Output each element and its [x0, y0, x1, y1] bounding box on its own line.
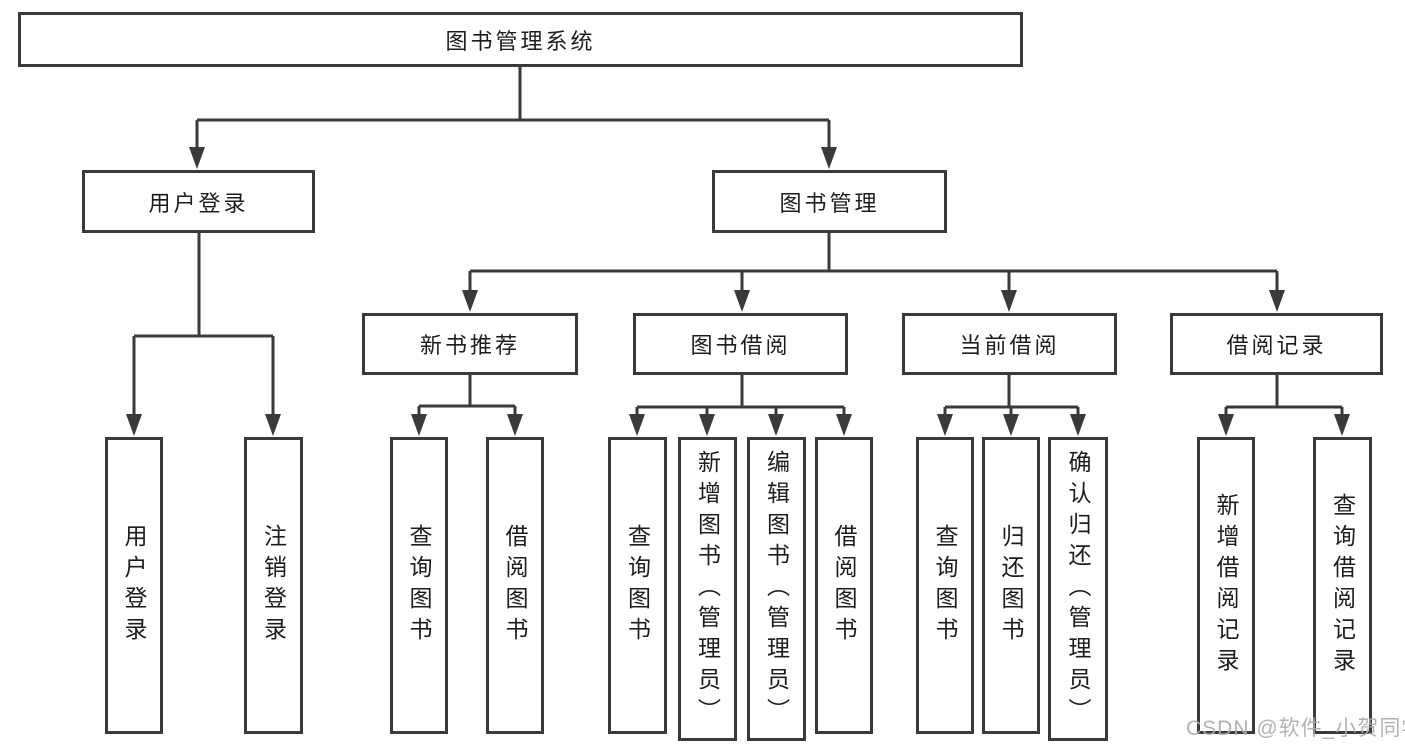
node-borrow-books-leaf: 借阅图书 [815, 437, 873, 734]
node-borrow-records: 借阅记录 [1170, 313, 1383, 375]
node-book-management: 图书管理 [712, 170, 947, 233]
node-logout-leaf: 注销登录 [244, 437, 303, 734]
node-library-system: 图书管理系统 [18, 12, 1023, 67]
node-return-books: 归还图书 [982, 437, 1040, 734]
node-add-borrow-record: 新增借阅记录 [1197, 437, 1255, 734]
node-query-books-current: 查询图书 [916, 437, 974, 734]
node-confirm-return-admin: 确认归还（管理员） [1048, 437, 1108, 741]
node-user-login: 用户登录 [82, 170, 315, 233]
node-query-borrow-record: 查询借阅记录 [1313, 437, 1372, 734]
node-query-books-borrow: 查询图书 [608, 437, 667, 734]
node-borrow-books-recommend: 借阅图书 [486, 437, 544, 734]
node-new-book-recommend: 新书推荐 [362, 313, 578, 375]
node-book-borrow: 图书借阅 [633, 313, 848, 375]
node-edit-books-admin: 编辑图书（管理员） [747, 437, 806, 741]
node-query-books-recommend: 查询图书 [390, 437, 448, 734]
node-user-login-leaf: 用户登录 [105, 437, 163, 734]
csdn-watermark: CSDN @软件_小贺同学 [1186, 717, 1405, 740]
node-add-books-admin: 新增图书（管理员） [678, 437, 737, 741]
node-current-borrow: 当前借阅 [902, 313, 1117, 375]
